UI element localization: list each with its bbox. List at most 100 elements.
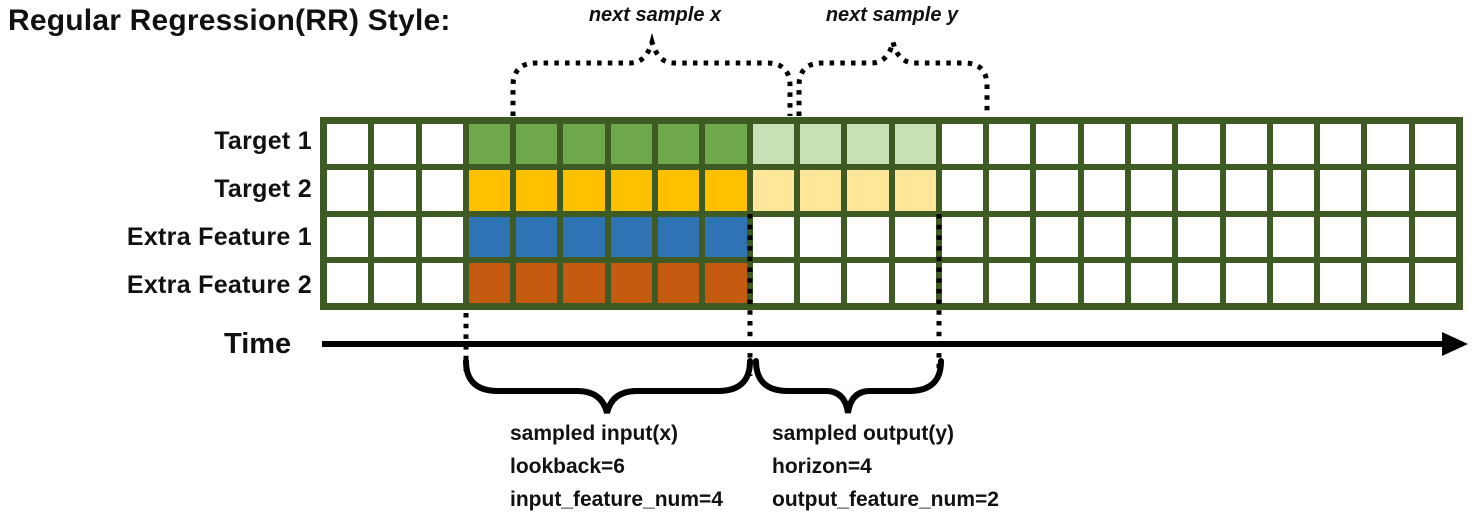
grid-cell	[1130, 262, 1173, 303]
grid-cell	[610, 170, 653, 211]
grid-cell	[752, 262, 794, 303]
grid-cell	[658, 216, 700, 257]
grid-cell	[327, 170, 369, 211]
grid-cell	[374, 124, 416, 165]
grid-cell	[941, 170, 984, 211]
row-labels: Target 1 Target 2 Extra Feature 1 Extra …	[0, 117, 312, 310]
grid-cell	[1225, 216, 1267, 257]
grid-cell	[658, 124, 700, 165]
grid-cell	[1036, 124, 1078, 165]
grid-cell	[563, 170, 605, 211]
grid-cell	[1272, 170, 1315, 211]
grid-cell	[989, 216, 1031, 257]
grid-cell	[421, 216, 463, 257]
grid-cell	[1130, 170, 1173, 211]
grid-cell	[847, 170, 889, 211]
grid-cell	[610, 124, 653, 165]
grid-cell	[705, 216, 747, 257]
grid-cell	[516, 216, 558, 257]
grid-cell	[421, 170, 463, 211]
grid-cell	[941, 124, 984, 165]
grid-cell	[1083, 262, 1125, 303]
timeseries-grid	[320, 117, 1463, 310]
grid-cell	[894, 216, 936, 257]
grid-cell	[752, 170, 794, 211]
grid-cell	[1414, 262, 1456, 303]
grid-cell	[752, 124, 794, 165]
row-label-target-1: Target 1	[214, 126, 312, 155]
grid-cell	[1272, 124, 1315, 165]
grid-cell	[563, 124, 605, 165]
next-sample-x-label: next sample x	[588, 4, 722, 26]
grid-cell	[941, 262, 984, 303]
grid-cell	[610, 262, 653, 303]
grid-cell	[941, 216, 984, 257]
grid-cell	[421, 124, 463, 165]
grid-cell	[705, 124, 747, 165]
grid-cell	[516, 170, 558, 211]
grid-cell	[516, 124, 558, 165]
grid-cell	[468, 170, 511, 211]
grid-cell	[799, 216, 842, 257]
grid-cell	[1225, 124, 1267, 165]
grid-cell	[563, 216, 605, 257]
grid-cell	[989, 124, 1031, 165]
grid-cell	[327, 262, 369, 303]
grid-cell	[1414, 170, 1456, 211]
grid-cell	[847, 124, 889, 165]
grid-cell	[468, 124, 511, 165]
grid-cell	[1414, 216, 1456, 257]
row-label-extra-feature-1: Extra Feature 1	[126, 223, 312, 252]
grid-cell	[847, 216, 889, 257]
grid-cell	[1320, 216, 1362, 257]
sampled-input-title: sampled input(x)	[510, 422, 679, 445]
sampled-output-brace	[753, 358, 944, 414]
diagram-title: Regular Regression(RR) Style:	[8, 4, 451, 37]
grid-cell	[705, 262, 747, 303]
grid-cell	[516, 262, 558, 303]
grid-cell	[327, 124, 369, 165]
next-sample-y-label: next sample y	[825, 4, 959, 26]
grid-cell	[894, 262, 936, 303]
grid-cell	[1272, 216, 1315, 257]
grid-cell	[1178, 124, 1220, 165]
grid-cell	[1083, 170, 1125, 211]
grid-cell	[1178, 170, 1220, 211]
lookback-value: lookback=6	[510, 455, 625, 478]
grid-cell	[658, 170, 700, 211]
grid-cell	[610, 216, 653, 257]
grid-cell	[327, 216, 369, 257]
next-sample-x-brace	[510, 32, 793, 116]
grid-cell	[1130, 124, 1173, 165]
grid-cell	[894, 170, 936, 211]
grid-cell	[1272, 262, 1315, 303]
grid-cell	[1414, 124, 1456, 165]
grid-cell	[1178, 216, 1220, 257]
input-feature-num-value: input_feature_num=4	[510, 488, 723, 511]
grid-cell	[1320, 124, 1362, 165]
grid-cell	[1367, 170, 1409, 211]
grid-cell	[705, 170, 747, 211]
grid-cell	[1083, 124, 1125, 165]
grid-cell	[989, 170, 1031, 211]
row-label-extra-feature-2: Extra Feature 2	[126, 271, 312, 300]
output-feature-num-value: output_feature_num=2	[772, 488, 999, 511]
grid-cell	[658, 262, 700, 303]
grid-cell	[421, 262, 463, 303]
grid-cell	[1036, 216, 1078, 257]
next-sample-y-brace	[796, 41, 990, 116]
grid-cell	[1178, 262, 1220, 303]
grid-cell	[989, 262, 1031, 303]
grid-cell	[1225, 262, 1267, 303]
grid-cell	[1367, 262, 1409, 303]
horizon-value: horizon=4	[772, 455, 872, 478]
grid-cell	[799, 262, 842, 303]
sampled-output-annotation: sampled output(y) horizon=4 output_featu…	[772, 417, 999, 516]
grid-cell	[847, 262, 889, 303]
grid-cell	[1036, 170, 1078, 211]
time-axis-label: Time	[224, 328, 292, 360]
grid-cell	[1083, 216, 1125, 257]
grid-cell	[468, 262, 511, 303]
grid-cell	[1130, 216, 1173, 257]
